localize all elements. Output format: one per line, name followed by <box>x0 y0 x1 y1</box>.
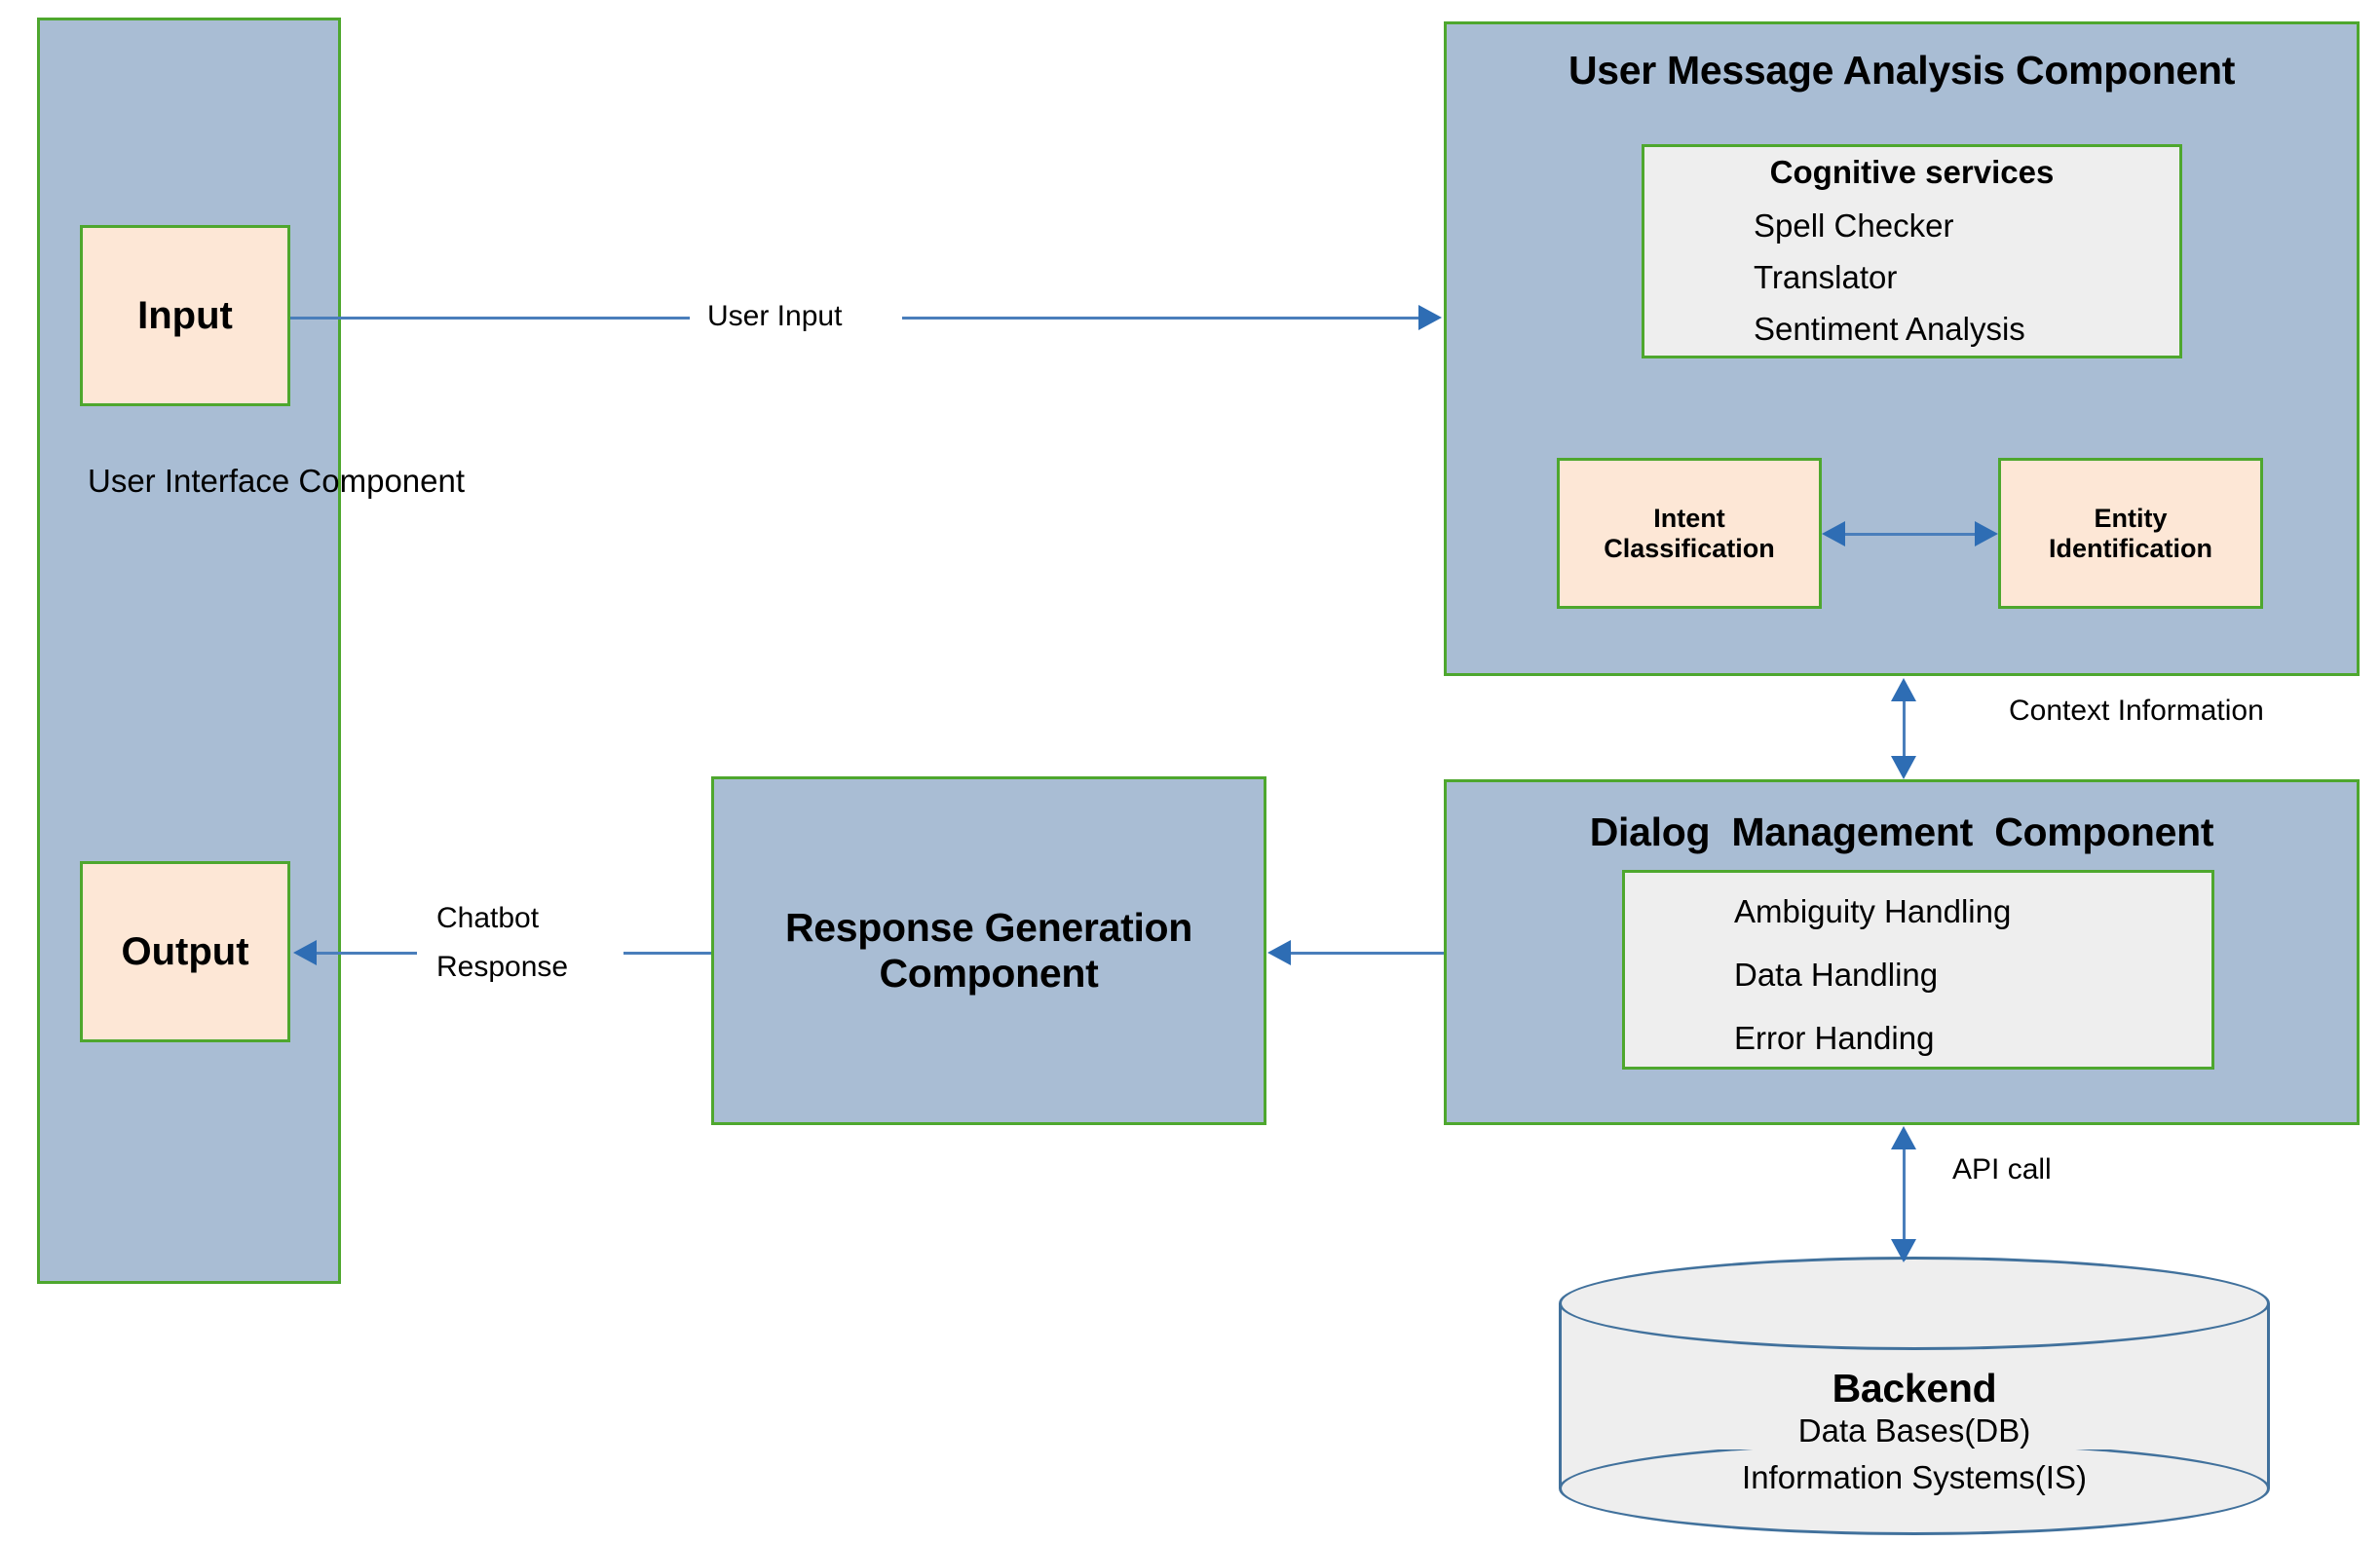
cognitive-services-item-spell-checker: Spell Checker <box>1754 207 1954 244</box>
intent-entity-arrowhead-left <box>1822 521 1845 546</box>
entity-identification-box[interactable]: Entity Identification <box>1998 458 2263 609</box>
input-box[interactable]: Input <box>80 225 290 406</box>
intent-entity-arrowhead-right <box>1975 521 1998 546</box>
output-box[interactable]: Output <box>80 861 290 1042</box>
api-call-arrowhead-down <box>1891 1239 1916 1262</box>
user-input-arrowhead <box>1418 305 1442 330</box>
dialog-item-ambiguity-handling: Ambiguity Handling <box>1734 893 2012 929</box>
cognitive-services-title: Cognitive services <box>1769 154 2055 190</box>
dialog-to-response-edge <box>1291 952 1444 955</box>
backend-line-information-systems: Information Systems(IS) <box>1742 1459 2087 1495</box>
dialog-item-error-handing: Error Handing <box>1734 1020 1935 1056</box>
chatbot-response-arrowhead <box>293 940 317 965</box>
cognitive-services-panel <box>1642 144 2182 358</box>
context-information-edge-upper <box>1903 699 1906 758</box>
context-information-arrowhead-down <box>1891 756 1916 779</box>
user-interface-component-label: User Interface Component <box>88 463 466 499</box>
backend-line-databases: Data Bases(DB) <box>1797 1412 2031 1449</box>
chatbot-response-edge-label-line1: Chatbot <box>436 902 540 934</box>
intent-classification-box[interactable]: Intent Classification <box>1557 458 1822 609</box>
input-box-label: Input <box>137 293 233 337</box>
chatbot-response-edge-left-segment <box>317 952 417 955</box>
dialog-management-panel <box>1622 870 2214 1070</box>
intent-classification-label-line2: Classification <box>1604 533 1775 563</box>
dialog-item-data-handling: Data Handling <box>1734 957 1939 993</box>
user-interface-component <box>37 18 341 1284</box>
chatbot-response-edge-label-line2: Response <box>436 951 569 983</box>
response-generation-component: Response Generation Component <box>711 776 1266 1125</box>
context-information-edge-label: Context Information <box>2009 695 2264 727</box>
intent-classification-label-line1: Intent <box>1653 503 1725 533</box>
user-input-edge-right-segment <box>902 317 1418 320</box>
output-box-label: Output <box>121 929 249 973</box>
chatbot-response-edge-right-segment <box>623 952 711 955</box>
entity-identification-label-line2: Identification <box>2049 533 2212 563</box>
backend-cylinder-top <box>1559 1257 2270 1350</box>
backend-title: Backend <box>1832 1366 1997 1411</box>
api-call-edge-line <box>1903 1148 1906 1261</box>
intent-entity-connector-line <box>1845 533 1976 536</box>
response-generation-label-line1: Response Generation <box>784 905 1193 950</box>
api-call-arrowhead-up <box>1891 1126 1916 1149</box>
dialog-management-title: Dialog Management Component <box>1589 809 2214 854</box>
cognitive-services-item-sentiment-analysis: Sentiment Analysis <box>1754 311 2025 347</box>
user-message-analysis-title: User Message Analysis Component <box>1568 48 2236 93</box>
entity-identification-label-line1: Entity <box>2094 503 2168 533</box>
context-information-arrowhead-up <box>1891 678 1916 701</box>
api-call-edge-label: API call <box>1952 1153 2052 1185</box>
user-input-edge-label: User Input <box>707 300 843 332</box>
backend-cylinder-bottom <box>1559 1442 2270 1535</box>
response-generation-label-line2: Component <box>879 951 1099 996</box>
backend-datastore: Backend Data Bases(DB) Information Syste… <box>1559 1257 2270 1535</box>
cognitive-services-item-translator: Translator <box>1754 259 1898 295</box>
user-input-edge-left-segment <box>290 317 690 320</box>
dialog-to-response-arrowhead <box>1267 940 1291 965</box>
